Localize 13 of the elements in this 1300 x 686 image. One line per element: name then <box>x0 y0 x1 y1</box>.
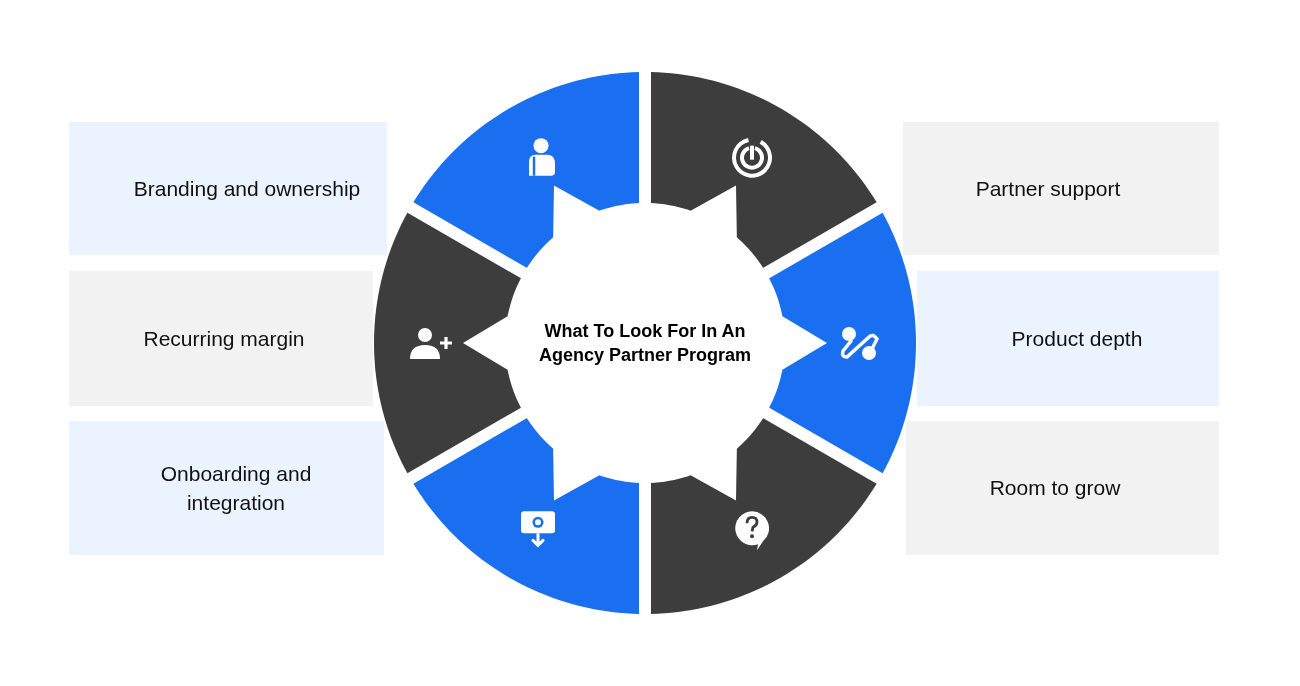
topic-label: Partner support <box>974 175 1122 202</box>
topic-band <box>69 421 384 555</box>
topic-band <box>906 421 1219 555</box>
topic-label: Room to grow <box>988 475 1122 502</box>
topic-label: Recurring margin <box>142 325 306 352</box>
topic-band <box>69 122 387 255</box>
topic-label: Onboarding and integration <box>159 460 313 516</box>
center-title: What To Look For In An Agency Partner Program <box>537 319 753 367</box>
topic-label: Product depth <box>1010 325 1144 352</box>
topic-band <box>903 122 1219 255</box>
topic-band <box>69 271 373 406</box>
topic-band <box>917 271 1219 406</box>
topic-label: Branding and ownership <box>132 175 362 202</box>
